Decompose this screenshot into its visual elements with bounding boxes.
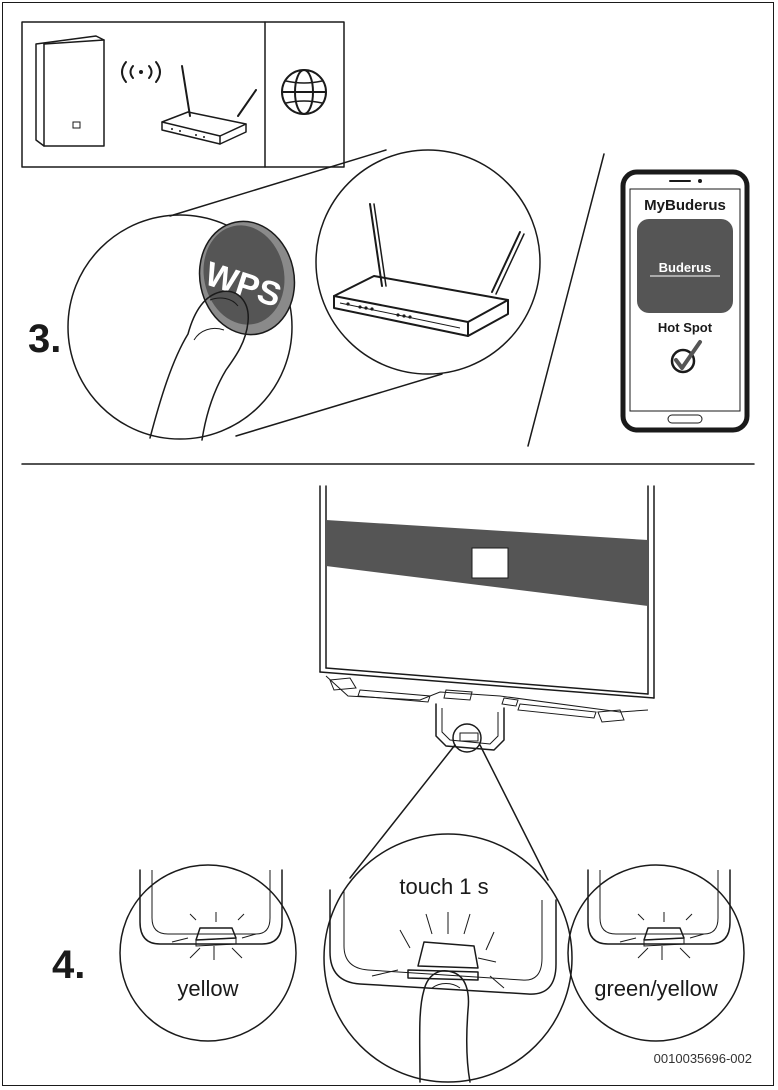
step-4-number: 4. xyxy=(52,943,85,987)
boiler-front-view xyxy=(319,485,655,753)
finger-pressing-icon xyxy=(149,290,249,441)
wps-button-detail: WPS xyxy=(67,214,296,441)
checkmark-icon xyxy=(670,340,702,374)
smartphone-app: MyBuderus Buderus Hot Spot xyxy=(620,169,750,433)
router-small-icon xyxy=(161,65,257,145)
zoom-target-circle xyxy=(452,723,482,753)
touch-key-detail: touch 1 s xyxy=(323,833,573,1083)
router-detail xyxy=(315,149,541,375)
app-tile xyxy=(637,219,733,313)
boiler-display-window xyxy=(471,547,509,579)
caption-green-yellow: green/yellow xyxy=(594,976,718,1001)
brand-logo-text: Buderus xyxy=(659,260,712,275)
wps-button: WPS xyxy=(198,220,296,336)
figure-code: 0010035696-002 xyxy=(654,1051,752,1066)
finger-touch-icon xyxy=(418,970,471,1083)
caption-touch-duration: touch 1 s xyxy=(399,874,488,899)
boiler-small-icon xyxy=(35,35,105,147)
wifi-signal-icon xyxy=(121,61,161,83)
caption-yellow: yellow xyxy=(177,976,238,1001)
internet-globe-icon xyxy=(281,69,327,115)
hotspot-label: Hot Spot xyxy=(658,320,713,335)
app-title: MyBuderus xyxy=(644,197,726,214)
led-state-yellow-detail: yellow xyxy=(119,864,297,1042)
zoom-tunnel-lines xyxy=(169,149,443,437)
led-state-green-yellow-detail: green/yellow xyxy=(567,864,745,1042)
touch-key-small xyxy=(459,732,479,742)
step-3-number: 3. xyxy=(28,317,61,361)
diagonal-divider xyxy=(527,153,605,447)
connection-overview-box xyxy=(21,21,345,168)
zoom-lines-step4 xyxy=(349,744,549,881)
